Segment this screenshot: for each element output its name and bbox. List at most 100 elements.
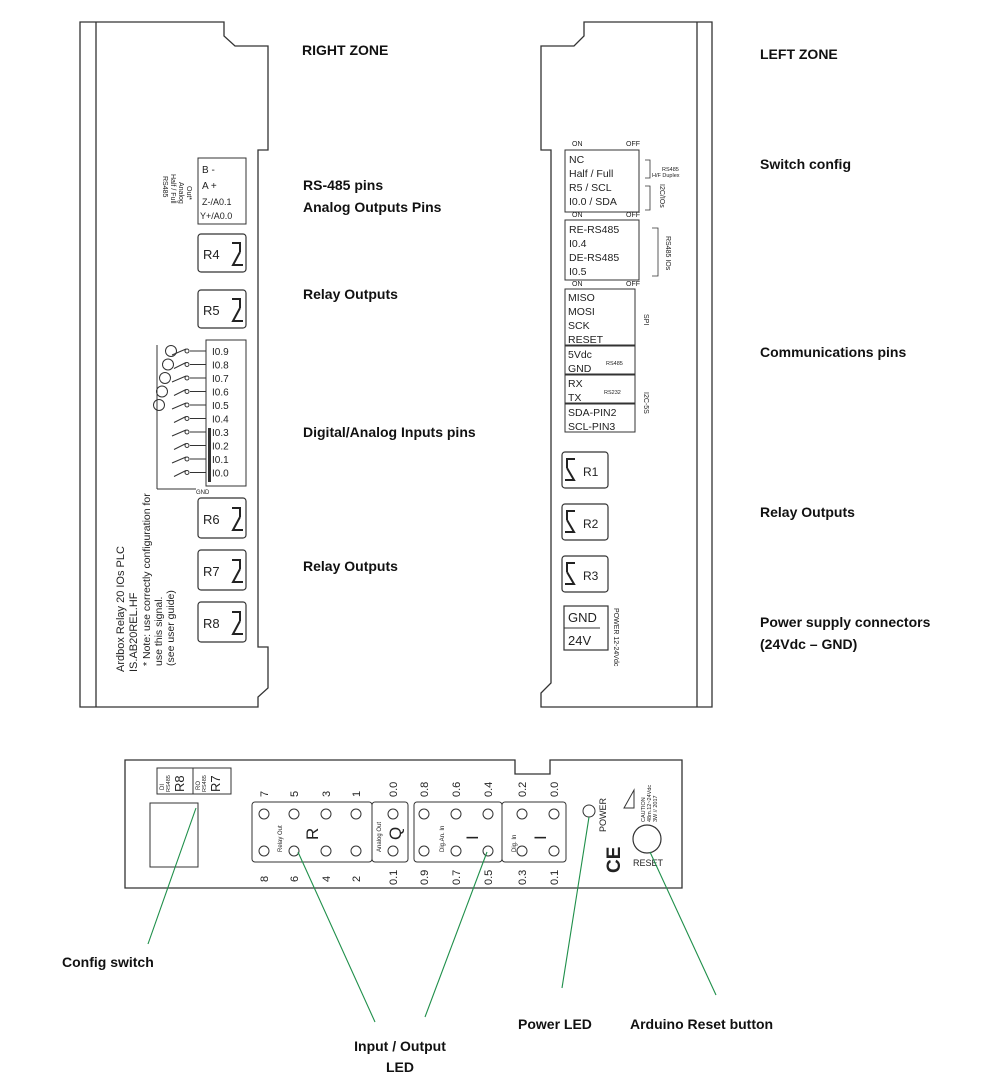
relay-r7: R7 bbox=[197, 549, 247, 591]
rs485-side-label: Half / Full bbox=[169, 174, 176, 204]
config-r7-label: R7 bbox=[208, 775, 223, 792]
input-switch-symbols bbox=[153, 345, 206, 490]
config-switch-labels: DI RS485 R8 RO RS485 R7 bbox=[156, 767, 232, 795]
relay-out-led-group: Relay Out R bbox=[251, 801, 373, 863]
dig-in-led bbox=[516, 845, 528, 857]
power-tag: POWER 12-24Vdc bbox=[612, 608, 619, 667]
config-r8-label: R8 bbox=[172, 775, 187, 792]
i2c-pins-block: SDA-PIN2 SCL-PIN3 I2C-5S bbox=[564, 392, 649, 433]
switch-tag: RS485 IOs bbox=[664, 236, 671, 271]
power-led-label: POWER bbox=[598, 797, 608, 832]
left-zone-housing bbox=[540, 21, 713, 708]
right-zone-housing bbox=[79, 21, 269, 708]
reset-button[interactable] bbox=[632, 824, 662, 854]
rs485-side-label: RS485 bbox=[161, 176, 168, 198]
inputs-labels: I0.9I0.8I0.7I0.6I0.5I0.4I0.3I0.2I0.1I0.0 bbox=[212, 347, 229, 480]
config-switch-group-1: ON OFF NC Half / Full R5 / SCL I0.0 / SD… bbox=[564, 141, 680, 213]
relay-outputs-caption-left: Relay Outputs bbox=[760, 504, 855, 520]
rs232-pins-block: RX TX RS232 bbox=[564, 374, 636, 404]
config-switch-group-2: ON OFF RE-RS485 I0.4 DE-RS485 I0.5 RS485… bbox=[564, 212, 671, 281]
config-rs485-label: RS485 bbox=[202, 775, 208, 792]
switch-off-label: OFF bbox=[626, 281, 640, 288]
io-led-number: 3 bbox=[321, 791, 333, 797]
rs232-pin: TX bbox=[568, 392, 581, 404]
input-led bbox=[156, 385, 168, 398]
inputs-terminal-block bbox=[205, 339, 247, 487]
device-notes: Ardbox Relay 20 IOs PLC IS.AB20REL.HF * … bbox=[115, 493, 177, 672]
input-switch bbox=[173, 416, 187, 423]
relay-out-side-label: Relay Out bbox=[278, 825, 284, 852]
rs485-pins-caption: RS-485 pins bbox=[303, 177, 384, 193]
input-switch bbox=[173, 389, 187, 396]
switch-item: NC bbox=[569, 154, 585, 166]
config-switch-caption: Config switch bbox=[62, 954, 154, 970]
io-led-number: 6 bbox=[289, 876, 301, 882]
switch-on-label: ON bbox=[572, 281, 583, 288]
relay-r1-label: R1 bbox=[583, 465, 599, 479]
input-contact bbox=[184, 402, 190, 408]
analog-out-side-label: Analog Out bbox=[377, 822, 383, 852]
rs485-side-labels: RS485 Half / Full Analog Out* bbox=[161, 174, 192, 204]
dig-an-in-led-group: Dig.An. In I bbox=[413, 801, 503, 863]
input-contact bbox=[184, 348, 190, 354]
dig-in-led bbox=[548, 808, 560, 820]
io-led-number: 0.0 bbox=[549, 782, 561, 797]
relay-out-led bbox=[258, 808, 270, 820]
spi-pin: SCK bbox=[568, 320, 590, 332]
analog-out-led bbox=[387, 808, 399, 820]
spi-pins-block: MISO MOSI SCK RESET SPI bbox=[564, 288, 649, 346]
front-panel-outline bbox=[124, 759, 683, 889]
dig-an-in-led bbox=[482, 845, 494, 857]
relay-r8: R8 bbox=[197, 601, 247, 643]
analog-out-letter: Q bbox=[386, 827, 405, 840]
switch-item: DE-RS485 bbox=[569, 252, 619, 264]
rs485-side-label: Out* bbox=[185, 186, 192, 200]
relay-r8-label: R8 bbox=[203, 616, 220, 631]
digital-analog-inputs-caption: Digital/Analog Inputs pins bbox=[303, 424, 476, 440]
relay-out-led bbox=[288, 845, 300, 857]
reset-button-label: RESET bbox=[633, 858, 664, 868]
power-pin-gnd: GND bbox=[568, 610, 597, 625]
input-contact bbox=[184, 416, 190, 421]
dig-in-led bbox=[516, 808, 528, 820]
rs485-side-label: Analog bbox=[177, 182, 184, 204]
dig-in-letter: I bbox=[531, 835, 550, 840]
inputs-gnd-label: GND bbox=[196, 490, 210, 496]
rs485-terminal-pin: A + bbox=[202, 181, 217, 192]
switch-tag: RS485 bbox=[662, 167, 679, 173]
relay-r6: R6 bbox=[197, 497, 247, 539]
input-led bbox=[153, 399, 165, 411]
device-note-line: use this signal. bbox=[153, 597, 165, 666]
dig-an-in-led bbox=[482, 808, 494, 820]
config-switch[interactable] bbox=[149, 802, 199, 868]
input-contact bbox=[184, 443, 190, 448]
relay-r1: R1 bbox=[561, 451, 609, 489]
io-led-number: 0.3 bbox=[517, 870, 529, 885]
rs485-terminal-pin: B - bbox=[202, 165, 215, 176]
switch-item: R5 / SCL bbox=[569, 182, 612, 194]
device-part-number: IS.AB20REL.HF bbox=[128, 592, 140, 672]
device-note-line: * Note: use correctly configuration for bbox=[141, 493, 153, 666]
io-led-numbers: 785634120.00.10.80.90.60.70.40.50.20.30.… bbox=[259, 782, 561, 885]
spi-pin: MISO bbox=[568, 292, 595, 304]
rs485-terminal-pin: Y+/A0.0 bbox=[200, 211, 232, 221]
power-pin-24v: 24V bbox=[568, 633, 591, 648]
io-led-number: 1 bbox=[351, 791, 363, 797]
leader-power-led bbox=[561, 816, 590, 989]
io-leds bbox=[258, 808, 560, 857]
input-contact bbox=[184, 389, 190, 394]
analog-outputs-caption: Analog Outputs Pins bbox=[303, 199, 442, 215]
input-pin-label: I0.5 bbox=[212, 401, 229, 412]
relay-r3-label: R3 bbox=[583, 569, 599, 583]
input-pin-label: I0.0 bbox=[212, 469, 229, 480]
switch-item: RE-RS485 bbox=[569, 224, 619, 236]
power-supply-voltage-caption: (24Vdc – GND) bbox=[760, 636, 858, 652]
analog-out-led bbox=[387, 845, 399, 857]
i2c-pin: SCL-PIN3 bbox=[568, 421, 615, 433]
relay-r2: R2 bbox=[561, 503, 609, 541]
leader-config-switch bbox=[147, 807, 197, 945]
input-contact bbox=[184, 429, 190, 435]
device-model-name: Ardbox Relay 20 IOs PLC bbox=[115, 546, 127, 672]
input-pin-label: I0.9 bbox=[212, 347, 229, 358]
